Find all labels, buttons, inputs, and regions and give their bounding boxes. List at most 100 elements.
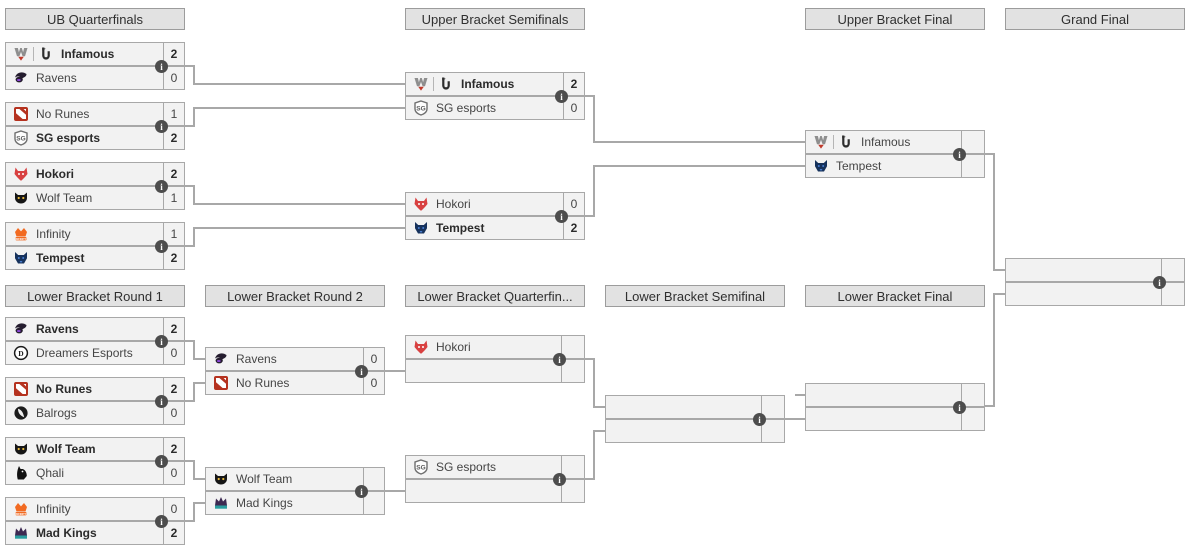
balrogs-logo-icon[interactable] (13, 405, 29, 421)
ravens-logo-icon[interactable] (13, 321, 29, 337)
mad-kings-logo-icon[interactable] (213, 495, 229, 511)
wolf-team-logo-icon[interactable] (13, 441, 29, 457)
hokori-logo-icon[interactable] (13, 166, 29, 182)
match-info-icon[interactable]: i (155, 455, 168, 468)
team-name[interactable]: Dreamers Esports (36, 346, 133, 360)
svg-text:SG: SG (416, 106, 425, 113)
match-info-icon[interactable]: i (1153, 276, 1166, 289)
bracket-connector (193, 227, 405, 229)
wolf-team-logo-icon[interactable] (13, 190, 29, 206)
team-name[interactable]: No Runes (36, 107, 90, 121)
team-name[interactable]: SG esports (36, 131, 101, 145)
no-runes-logo-icon[interactable] (213, 375, 229, 391)
sg-esports-logo-icon[interactable]: SG (413, 459, 429, 475)
hokori-logo-icon[interactable] (413, 196, 429, 212)
match-info-icon[interactable]: i (155, 335, 168, 348)
qhali-logo-icon[interactable] (13, 465, 29, 481)
team-name[interactable]: Mad Kings (36, 526, 97, 540)
team-name[interactable]: Mad Kings (236, 496, 293, 510)
team-name[interactable]: Ravens (36, 71, 77, 85)
match-info-icon[interactable]: i (155, 120, 168, 133)
team-name[interactable]: Infinity (36, 227, 71, 241)
match-info-icon[interactable]: i (555, 90, 568, 103)
no-runes-logo-icon[interactable] (13, 381, 29, 397)
row-divider (1006, 281, 1184, 283)
wolf-team-logo-icon[interactable] (213, 471, 229, 487)
team-score: 2 (163, 127, 184, 149)
bracket-connector (993, 293, 1005, 295)
team-name[interactable]: Infinity (36, 502, 71, 516)
hokori-logo-icon[interactable] (413, 339, 429, 355)
team-score: 0 (163, 342, 184, 364)
bracket-connector (593, 165, 595, 217)
infinity-logo-icon[interactable]: INFINITY (13, 501, 29, 517)
team-icon-group (13, 405, 29, 421)
team-name[interactable]: Tempest (36, 251, 85, 265)
icon-separator (33, 47, 34, 61)
match-info-icon[interactable]: i (155, 240, 168, 253)
mad-kings-logo-icon[interactable] (13, 525, 29, 541)
no-runes-logo-icon[interactable] (13, 106, 29, 122)
team-name[interactable]: No Runes (236, 376, 290, 390)
team-name[interactable]: SG esports (436, 101, 497, 115)
match-info-icon[interactable]: i (553, 353, 566, 366)
tempest-logo-icon[interactable] (813, 158, 829, 174)
team-name[interactable]: Tempest (436, 221, 485, 235)
team-name[interactable]: Qhali (36, 466, 65, 480)
team-slot-top (806, 384, 984, 406)
team-name[interactable]: Infamous (861, 135, 911, 149)
team-name[interactable]: Ravens (36, 322, 79, 336)
sg-esports-logo-icon[interactable]: SG (413, 100, 429, 116)
bracket-connector (993, 293, 995, 407)
ravens-logo-icon[interactable] (13, 70, 29, 86)
infinity-logo-icon[interactable]: INFINITY (13, 226, 29, 242)
match-info-icon[interactable]: i (355, 485, 368, 498)
team-icon-group (13, 166, 29, 182)
ti-badge-icon[interactable] (813, 134, 829, 150)
team-score (761, 396, 784, 418)
tempest-logo-icon[interactable] (13, 250, 29, 266)
infamous-logo-icon[interactable] (838, 134, 854, 150)
team-name[interactable]: Wolf Team (36, 442, 96, 456)
svg-text:INFINITY: INFINITY (16, 512, 27, 516)
team-name[interactable]: Hokori (436, 197, 471, 211)
team-name[interactable]: Ravens (236, 352, 277, 366)
team-name[interactable]: Balrogs (36, 406, 77, 420)
match-info-icon[interactable]: i (953, 401, 966, 414)
team-name[interactable]: Wolf Team (36, 191, 93, 205)
team-name[interactable]: No Runes (36, 382, 93, 396)
match-info-icon[interactable]: i (555, 210, 568, 223)
infamous-logo-icon[interactable] (38, 46, 54, 62)
match-info-icon[interactable]: i (953, 148, 966, 161)
ravens-logo-icon[interactable] (213, 351, 229, 367)
team-name[interactable]: Hokori (36, 167, 75, 181)
match-info-icon[interactable]: i (355, 365, 368, 378)
match-info-icon[interactable]: i (155, 180, 168, 193)
match-info-icon[interactable]: i (553, 473, 566, 486)
ti-badge-icon[interactable] (13, 46, 29, 62)
match-info-icon[interactable]: i (155, 60, 168, 73)
team-icon-group (13, 525, 29, 541)
team-score (363, 468, 384, 490)
team-slot-bottom (406, 360, 584, 382)
team-name[interactable]: SG esports (436, 460, 497, 474)
infamous-logo-icon[interactable] (438, 76, 454, 92)
team-icon-group (13, 70, 29, 86)
team-score: 2 (163, 522, 184, 544)
team-slot-bottom: Tempest (806, 155, 984, 177)
match-info-icon[interactable]: i (155, 515, 168, 528)
match-info-icon[interactable]: i (753, 413, 766, 426)
team-name[interactable]: Hokori (436, 340, 471, 354)
dreamers-esports-logo-icon[interactable]: D (13, 345, 29, 361)
sg-esports-logo-icon[interactable]: SG (13, 130, 29, 146)
team-name[interactable]: Infamous (61, 47, 115, 61)
bracket-connector (193, 107, 195, 127)
team-score: 0 (163, 462, 184, 484)
team-name[interactable]: Wolf Team (236, 472, 293, 486)
match-info-icon[interactable]: i (155, 395, 168, 408)
ti-badge-icon[interactable] (413, 76, 429, 92)
tempest-logo-icon[interactable] (413, 220, 429, 236)
team-name[interactable]: Infamous (461, 77, 515, 91)
team-name[interactable]: Tempest (836, 159, 882, 173)
